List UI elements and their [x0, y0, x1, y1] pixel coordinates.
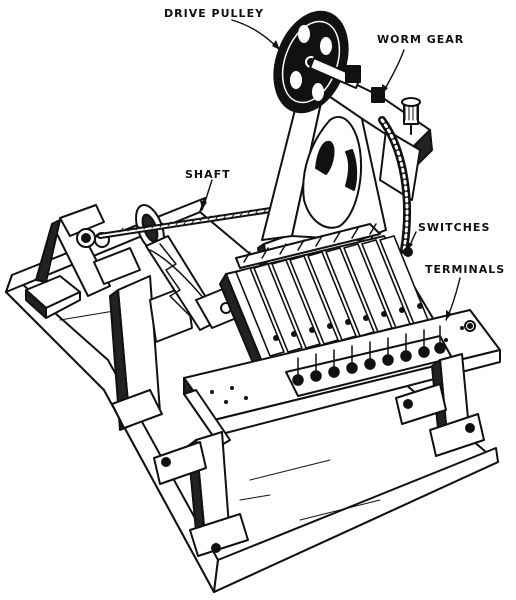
- worm-gear-label: WORM GEAR: [377, 33, 465, 46]
- terminals-label: TERMINALS: [425, 263, 506, 276]
- main-frame: [261, 69, 433, 241]
- leader-lines: [200, 19, 461, 321]
- switch-bars: [235, 235, 429, 357]
- board-holes: [210, 326, 464, 404]
- switches-label: SWITCHES: [418, 221, 491, 234]
- front-legs: [153, 353, 485, 557]
- switch-contacts: [273, 303, 423, 341]
- worm-gear: [371, 87, 412, 254]
- terminal-screws: [292, 325, 446, 386]
- switch-bank: [219, 223, 435, 371]
- drive-pulley: [273, 10, 361, 114]
- terminal-board: [183, 309, 501, 437]
- shaft-label: SHAFT: [185, 168, 231, 181]
- drive-pulley-label: DRIVE PULLEY: [164, 7, 265, 20]
- left-bearing-stand: [25, 204, 193, 431]
